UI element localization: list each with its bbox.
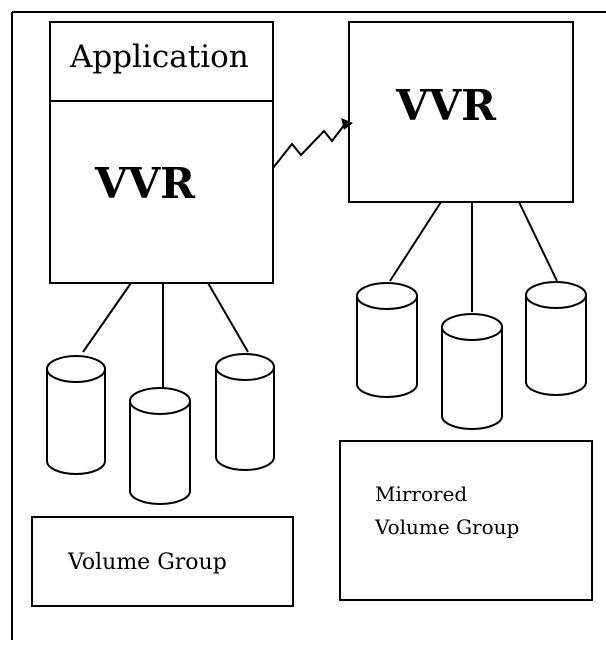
right-connector-3 bbox=[518, 201, 558, 282]
right-disk-2 bbox=[441, 313, 503, 430]
left-connector-1 bbox=[82, 282, 132, 353]
replication-arrowhead bbox=[341, 118, 353, 130]
right-disk-3 bbox=[525, 281, 587, 396]
application-label: Application bbox=[70, 39, 249, 75]
right-connector-1 bbox=[389, 201, 442, 282]
left-host-box bbox=[49, 21, 274, 284]
mirrored-volume-group-box bbox=[339, 440, 593, 601]
right-disk-1 bbox=[356, 282, 418, 398]
vvr-label-left: VVR bbox=[95, 159, 196, 208]
vvr-label-right: VVR bbox=[396, 81, 497, 130]
right-host-box bbox=[348, 21, 574, 203]
volume-group-box bbox=[31, 516, 294, 607]
replication-link bbox=[272, 123, 346, 169]
volume-group-label: Volume Group bbox=[68, 550, 227, 575]
left-disk-3 bbox=[215, 353, 275, 471]
left-disk-1 bbox=[46, 355, 106, 475]
mirrored-volume-group-label: Mirrored Volume Group bbox=[375, 482, 520, 539]
left-connector-3 bbox=[207, 282, 249, 353]
left-disk-2 bbox=[129, 387, 191, 505]
